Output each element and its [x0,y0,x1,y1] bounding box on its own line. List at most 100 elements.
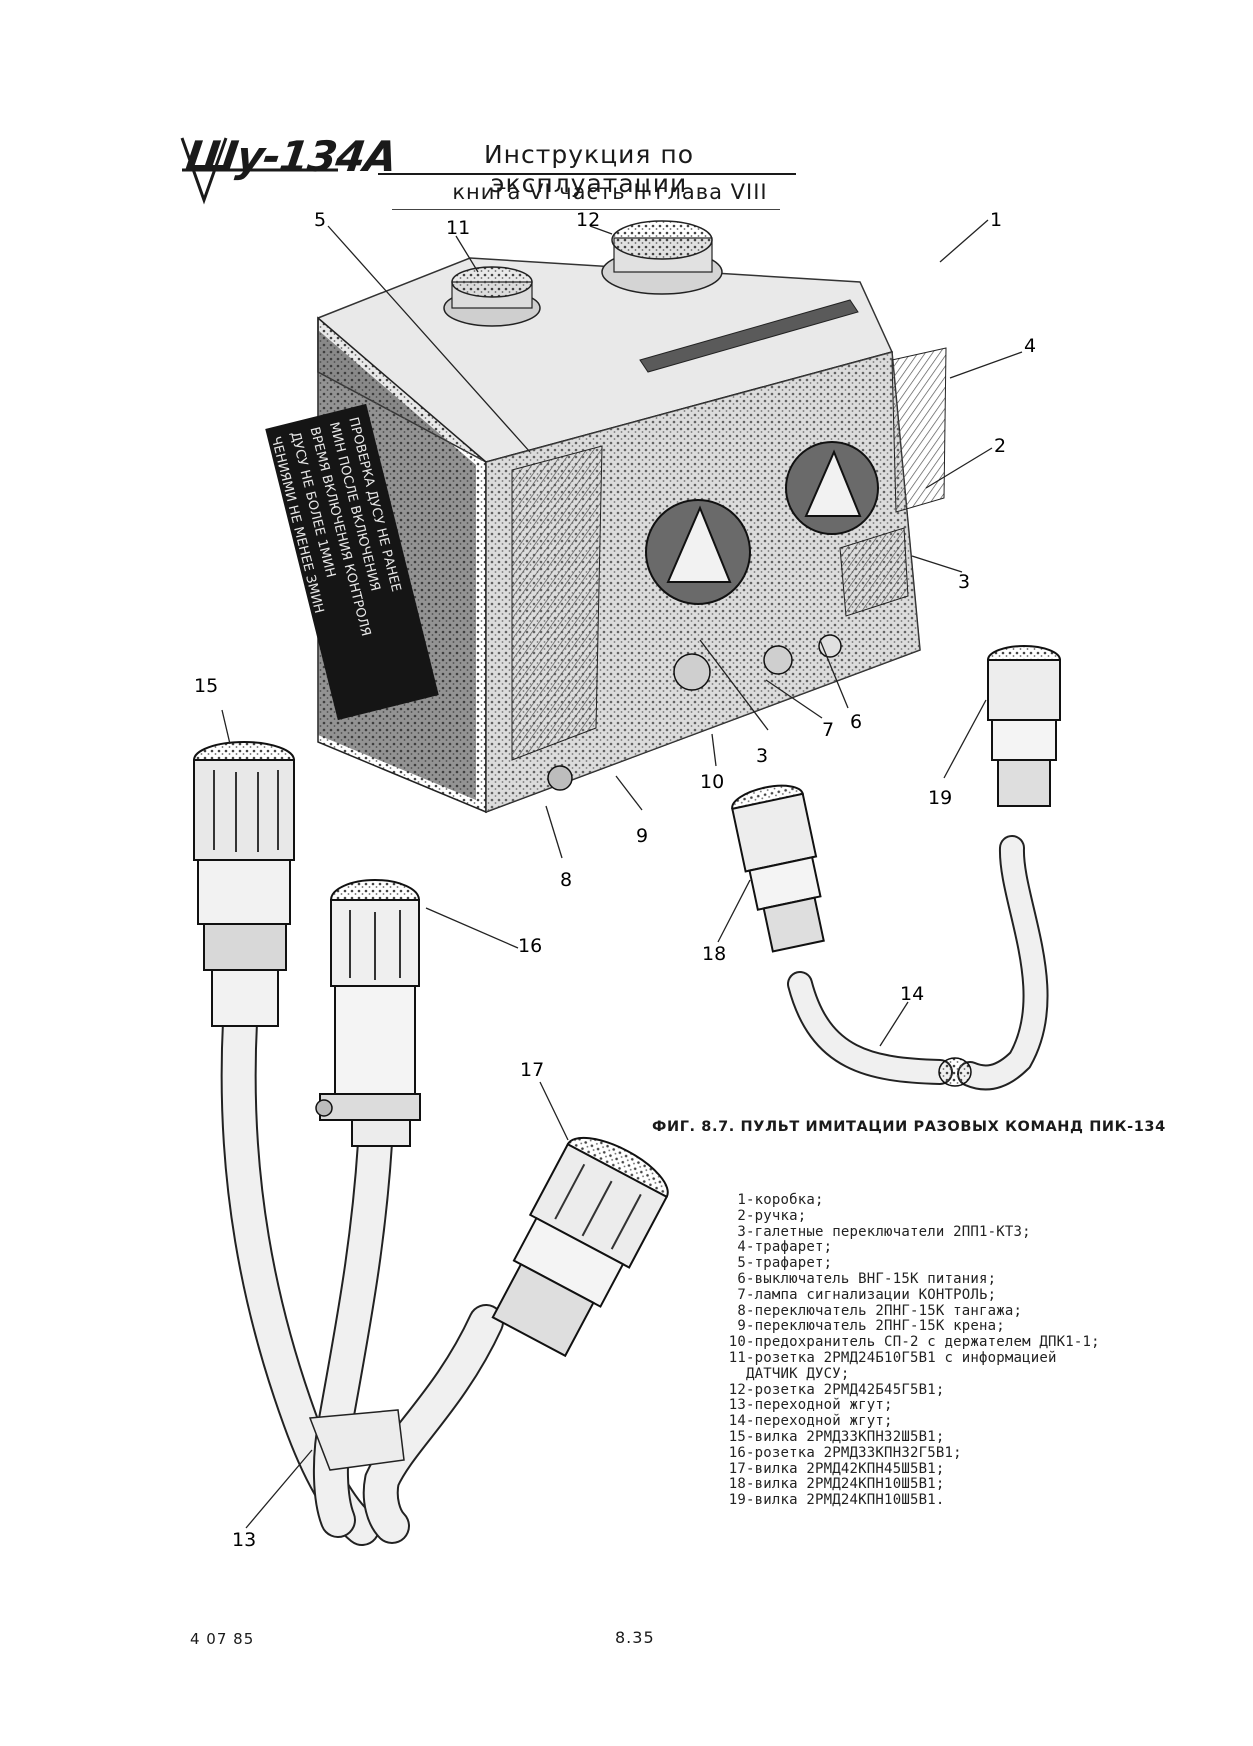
legend-item: 9-переключатель 2ПНГ-15К крена; [728,1318,1148,1335]
legend-item: 15-вилка 2РМД33КПН32Ш5В1; [728,1428,1148,1446]
legend-item-text: -розетка 2РМД33КПН32Г5В1; [746,1444,962,1461]
legend-item: 13-переходной жгут; [728,1397,1148,1414]
legend-item-number: 5 [737,1255,746,1272]
legend-item-number: 3 [737,1223,746,1240]
legend-item-text: -вилка 2РМД24КПН10Ш5В1. [746,1492,945,1509]
legend-item-number: 16 [728,1444,746,1461]
legend-item-text: -переключатель 2ПНГ-15К тангажа; [746,1302,1023,1319]
callout-19: 19 [928,787,952,809]
legend-item-number: 19 [728,1492,746,1509]
callout-labels: 1 2 3 4 5 6 7 3 8 9 10 11 12 13 14 15 16… [194,209,1036,1551]
legend-item: ДАТЧИК ДУСУ; [728,1365,1148,1383]
socket-16 [315,879,421,1147]
legend-item: 7-лампа сигнализации КОНТРОЛЬ; [728,1286,1148,1304]
legend-item: 4-трафарет; [728,1239,1148,1256]
callout-10: 10 [700,771,724,793]
legend-item: 6-выключатель ВНГ-15К питания; [728,1270,1148,1288]
legend-item-number: 18 [728,1476,746,1493]
legend-item-number: 6 [737,1270,746,1287]
legend-item: 11-розетка 2РМД24Б10Г5В1 с информацией [728,1349,1148,1367]
legend-item-text: -ручка; [746,1207,807,1224]
plug-19 [987,645,1061,807]
legend-item-number: 8 [737,1302,746,1319]
callout-17: 17 [520,1059,544,1081]
callout-2: 2 [994,435,1006,457]
plug-15 [193,741,295,1027]
legend-item-text: -трафарет; [746,1255,833,1272]
figure-caption: ФИГ. 8.7. ПУЛЬТ ИМИТАЦИИ РАЗОВЫХ КОМАНД … [652,1119,1166,1135]
legend-item-number: 17 [728,1460,746,1477]
title-divider [378,173,796,175]
leader-lines [221,219,1023,1529]
legend-item-text: -переключатель 2ПНГ-15К крена; [746,1318,1005,1335]
legend-item-number: 1 [737,1192,746,1208]
legend-item-text: -розетка 2РМД24Б10Г5В1 с информацией [746,1349,1057,1366]
legend-item: 10-предохранитель СП-2 с держателем ДПК1… [728,1334,1148,1351]
parts-legend: 1-коробка;2-ручка;3-галетные переключате… [728,1192,1148,1509]
callout-12: 12 [576,209,600,231]
socket-11 [443,266,541,327]
legend-item-number: 14 [728,1413,746,1430]
legend-item-number: 15 [728,1428,746,1445]
legend-item: 12-розетка 2РМД42Б45Г5В1; [728,1381,1148,1399]
callout-3: 3 [958,571,970,593]
callout-8: 8 [560,869,572,891]
legend-item-text: -трафарет; [746,1239,833,1256]
legend-item: 8-переключатель 2ПНГ-15К тангажа; [728,1302,1148,1320]
callout-1: 1 [990,209,1002,231]
callout-15: 15 [194,675,218,697]
legend-item-number: 10 [728,1334,746,1351]
legend-item-text: -розетка 2РМД42Б45Г5В1; [746,1381,945,1398]
legend-item-text: -лампа сигнализации КОНТРОЛЬ; [746,1286,997,1303]
callout-6: 6 [850,711,862,733]
legend-item-number: 9 [737,1318,746,1335]
callout-3b: 3 [756,745,768,767]
legend-item-text: -галетные переключатели 2ПП1-КТ3; [746,1223,1031,1240]
legend-item-number: 13 [728,1397,746,1414]
logo-triangle-icon [180,137,338,205]
legend-item-text: -выключатель ВНГ-15К питания; [746,1270,997,1287]
plug-18 [731,784,825,953]
legend-item-number: 4 [737,1239,746,1256]
socket-12 [601,220,723,295]
legend-item-text: -коробка; [746,1192,824,1208]
rotary-switch-left [645,499,751,605]
callout-9: 9 [636,825,648,847]
legend-item-text: -переходной жгут; [746,1413,893,1430]
legend-item-text: -предохранитель СП-2 с держателем ДПК1-1… [746,1334,1100,1351]
legend-item-text: -вилка 2РМД33КПН32Ш5В1; [746,1428,945,1445]
legend-item-number: 7 [737,1286,746,1303]
legend-item: 18-вилка 2РМД24КПН10Ш5В1; [728,1476,1148,1493]
document-subtitle: книга VI часть II глава VIII [452,180,768,204]
callout-7: 7 [822,719,834,741]
legend-item: 2-ручка; [728,1207,1148,1225]
callout-13: 13 [232,1529,256,1551]
legend-item: 14-переходной жгут; [728,1413,1148,1430]
legend-item: 1-коробка; [728,1192,1148,1209]
legend-item-text: -вилка 2РМД24КПН10Ш5В1; [746,1476,945,1493]
legend-item: 17-вилка 2РМД42КПН45Ш5В1; [728,1460,1148,1478]
callout-5: 5 [314,209,326,231]
legend-item-number: 2 [737,1207,746,1224]
callout-14: 14 [900,983,924,1005]
callout-16: 16 [518,935,542,957]
rotary-switch-right [785,441,879,535]
legend-item-number: 12 [728,1381,746,1398]
callout-11: 11 [446,217,470,239]
plug-17 [491,1136,669,1358]
legend-item: 16-розетка 2РМД33КПН32Г5В1; [728,1444,1148,1462]
legend-item: 19-вилка 2РМД24КПН10Ш5В1. [728,1492,1148,1509]
callout-4: 4 [1024,335,1036,357]
control-box: ПРОВЕРКА ДУСУ НЕ РАНЕЕ МИН ПОСЛЕ ВКЛЮЧЕН… [265,220,947,814]
document-logo [178,128,348,208]
legend-item: 5-трафарет; [728,1255,1148,1272]
legend-item-text: ДАТЧИК ДУСУ; [746,1365,850,1382]
legend-item-number: 11 [728,1349,746,1366]
legend-item-text: -вилка 2РМД42КПН45Ш5В1; [746,1460,945,1477]
harness-14 [787,835,1049,1091]
callout-18: 18 [702,943,726,965]
legend-item: 3-галетные переключатели 2ПП1-КТ3; [728,1223,1148,1241]
footer-document-code: 4 07 85 [190,1630,255,1648]
page-number: 8.35 [615,1628,655,1647]
